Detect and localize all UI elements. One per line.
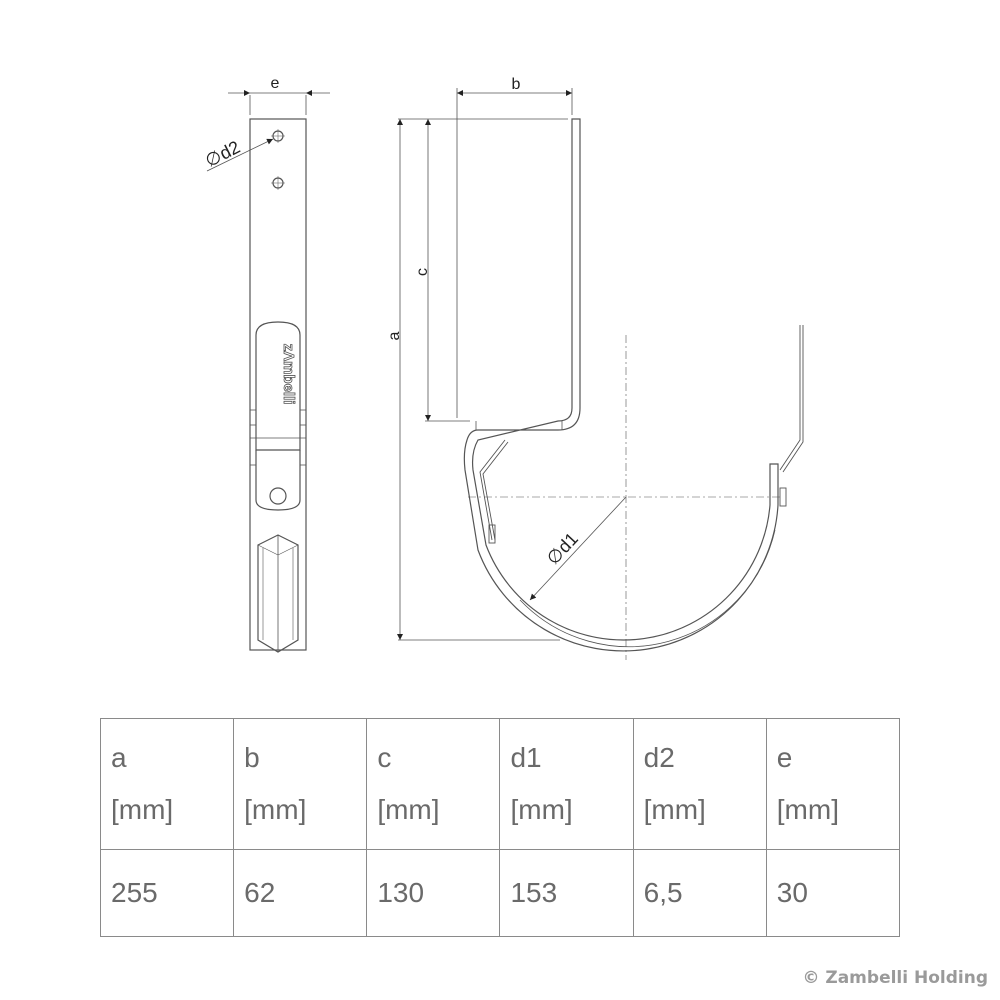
brand-mark: zΛmbelli [280,344,297,405]
dimension-label-c: c [414,268,431,276]
table-row: 255 62 130 153 6,5 30 [99,849,901,937]
header-cell-a: a[mm] [99,718,235,850]
header-cell-d2: d2[mm] [632,718,767,850]
value-cell-d1: 153 [499,849,634,937]
front-view [397,88,804,660]
value-cell-e: 30 [765,849,901,937]
value-cell-a: 255 [99,849,235,937]
value-cell-b: 62 [233,849,368,937]
dimension-label-e: e [271,75,280,92]
dimension-label-a: a [386,331,403,340]
value-cell-d2: 6,5 [632,849,767,937]
side-view [206,90,330,653]
technical-drawing: e ∅ d2 zΛmbelli [202,75,804,660]
copyright-notice: © Zambelli Holding [802,968,988,988]
value-cell-c: 130 [366,849,501,937]
dimensions-table: a[mm] b[mm] c[mm] d1[mm] d2[mm] e[mm] 25… [99,718,901,937]
header-cell-e: e[mm] [765,718,901,850]
table-header-row: a[mm] b[mm] c[mm] d1[mm] d2[mm] e[mm] [99,718,901,850]
header-cell-c: c[mm] [366,718,501,850]
dimension-label-b: b [512,76,521,93]
header-cell-b: b[mm] [233,718,368,850]
header-cell-d1: d1[mm] [499,718,634,850]
